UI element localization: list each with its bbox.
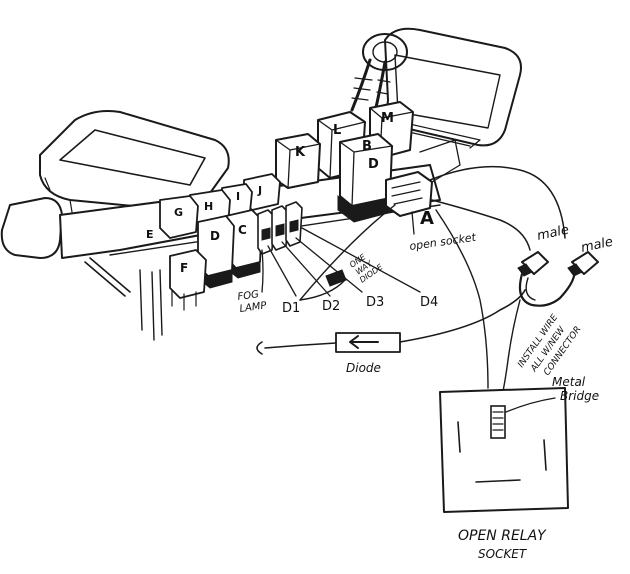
relay-c xyxy=(225,209,263,279)
metal-bridge xyxy=(490,405,506,439)
label-relay-j: J xyxy=(257,184,262,197)
label-relay-k: K xyxy=(295,145,306,160)
label-fog-lamp-1: FOG xyxy=(237,289,260,303)
label-bridge: Bridge xyxy=(560,389,599,403)
relay-f xyxy=(169,249,207,311)
label-relay-c: C xyxy=(238,223,247,237)
label-relay-e: E xyxy=(146,228,154,241)
label-male-1: male xyxy=(536,223,571,244)
label-d3: D3 xyxy=(366,295,384,310)
label-d1: D1 xyxy=(282,301,300,316)
fuse-slots xyxy=(257,201,303,255)
label-metal: Metal xyxy=(552,375,586,389)
label-fog-lamp-2: LAMP xyxy=(239,300,268,315)
diode-component xyxy=(256,289,526,355)
label-d4: D4 xyxy=(420,295,438,310)
male-connectors xyxy=(517,251,599,307)
label-diode: Diode xyxy=(346,361,381,375)
open-socket-a xyxy=(385,139,461,217)
label-relay-b: B xyxy=(362,139,372,154)
label-relay-g: G xyxy=(174,206,183,219)
open-relay-socket xyxy=(439,387,569,513)
label-relay-i: I xyxy=(236,190,240,203)
label-relay-m: M xyxy=(381,111,394,126)
label-relay-h: H xyxy=(204,200,213,213)
label-open-socket: open socket xyxy=(409,231,478,253)
label-relay-socket-2: SOCKET xyxy=(478,547,528,561)
label-relay-f: F xyxy=(180,261,188,275)
relay-b xyxy=(337,133,393,223)
label-d2: D2 xyxy=(322,299,340,314)
left-box-lid xyxy=(39,110,230,213)
relay-letter-labels: L M B D K J I H G C D F E A xyxy=(146,111,434,275)
callout-lines xyxy=(261,211,421,297)
relay-k xyxy=(275,133,321,189)
label-relay-socket-1: OPEN RELAY xyxy=(458,528,547,544)
relay-d xyxy=(197,215,235,289)
label-relay-l: L xyxy=(333,123,341,138)
label-relay-a: A xyxy=(420,208,434,229)
relay-g xyxy=(159,195,199,239)
label-relay-dd: D xyxy=(210,229,220,243)
label-relay-d: D xyxy=(368,157,379,172)
relay-cluster xyxy=(159,101,461,311)
one-way-diode xyxy=(299,204,396,301)
label-male-2: male xyxy=(580,235,615,256)
